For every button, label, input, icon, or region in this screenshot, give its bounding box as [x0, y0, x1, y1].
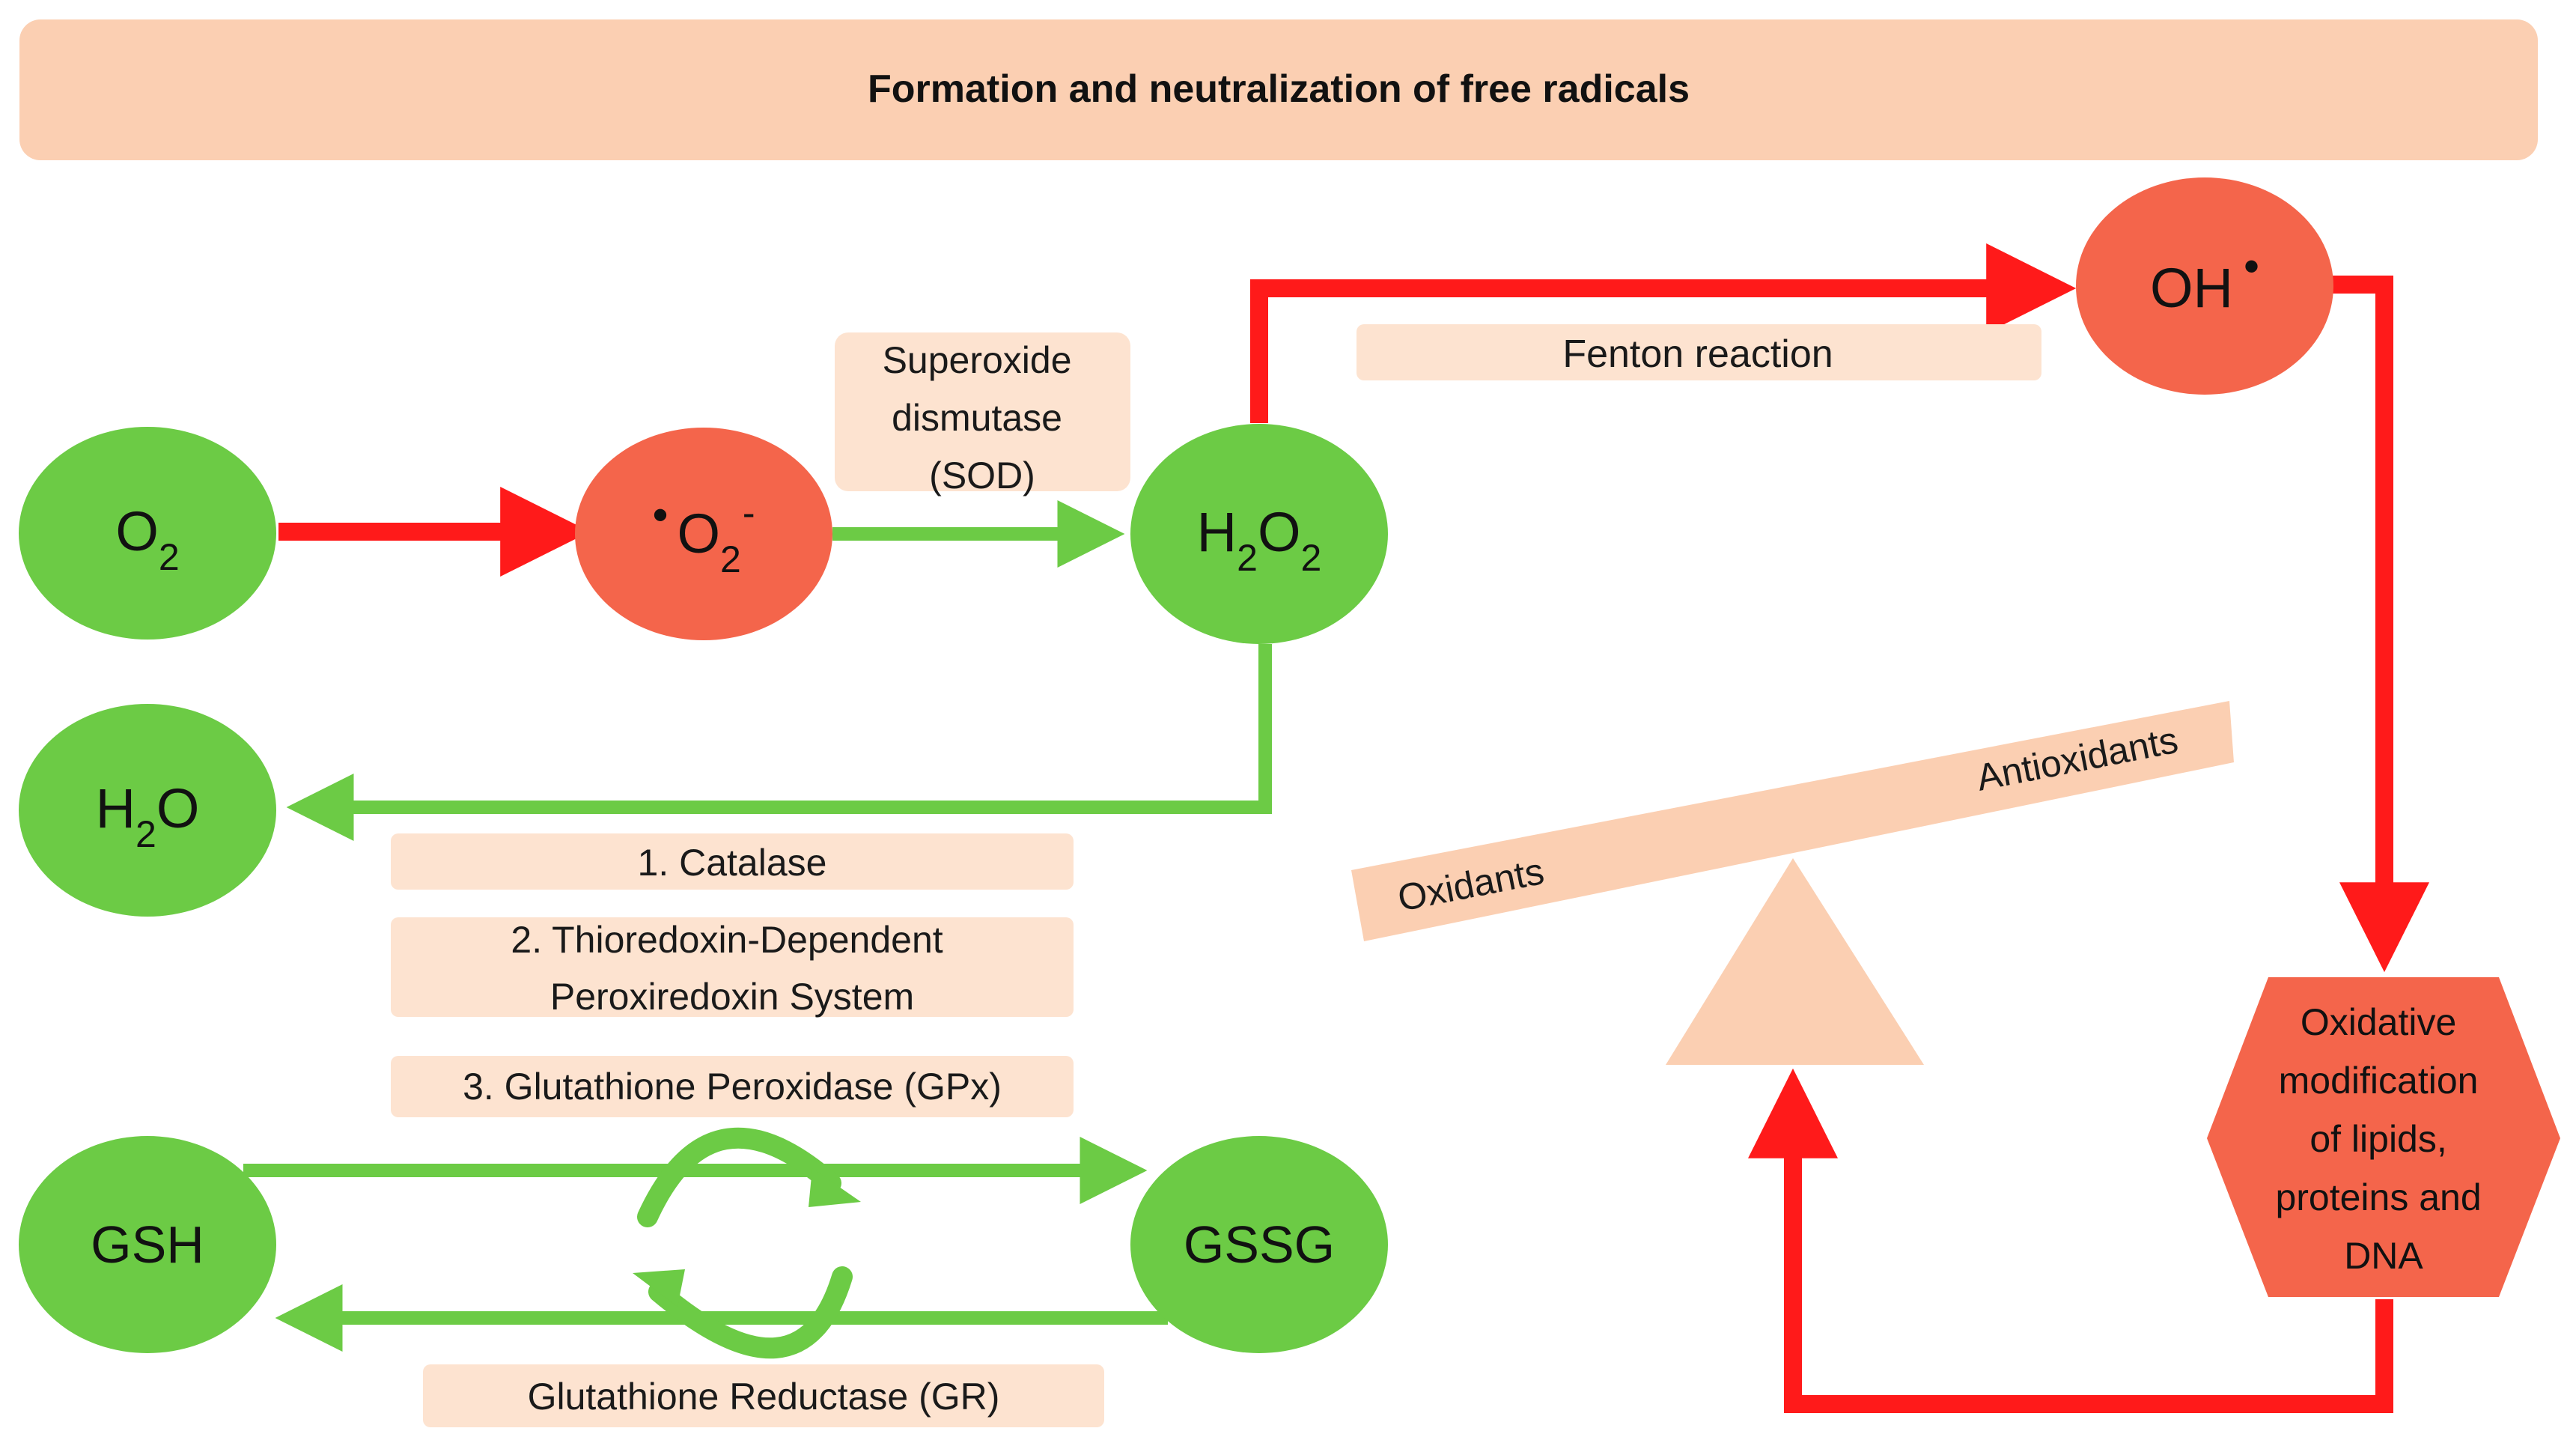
cycle-arrowhead-top: [809, 1168, 861, 1207]
node-gsh-label: GSH: [91, 1215, 204, 1274]
fenton-label: Fenton reaction: [1562, 332, 1833, 376]
thioredoxin-label: 2. Thioredoxin-Dependent Peroxiredoxin S…: [511, 919, 953, 1018]
node-h2o: [19, 704, 276, 917]
catalase-label: 1. Catalase: [638, 842, 827, 884]
arrow-h2o2-to-h2o: [286, 644, 1272, 841]
thioredoxin-label-box: [391, 917, 1074, 1017]
node-hydroxyl-label: OH•: [2150, 241, 2259, 319]
node-o2: [19, 427, 276, 640]
arrow-hydroxyl-to-oxidative-modification: [2328, 276, 2429, 973]
node-oxidative-modification: [2207, 977, 2560, 1297]
gr-label: Glutathione Reductase (GR): [528, 1376, 1000, 1418]
title-panel: [19, 19, 2538, 160]
node-h2o-label: H2O: [96, 777, 200, 855]
sod-label: Superoxide dismutase (SOD): [883, 339, 1083, 496]
node-gsh: [19, 1136, 276, 1353]
node-o2-label: O2: [115, 500, 179, 578]
node-gssg-label: GSSG: [1184, 1215, 1335, 1274]
gpx-label: 3. Glutathione Peroxidase (GPx): [463, 1066, 1002, 1108]
gpx-label-box: [391, 1056, 1074, 1117]
node-h2o2-label: H2O2: [1197, 501, 1322, 579]
page-title: Formation and neutralization of free rad…: [868, 67, 1690, 111]
node-hydroxyl-radical: [2076, 177, 2333, 395]
cycle-arc-top: [637, 1127, 841, 1227]
catalase-label-box: [391, 833, 1074, 890]
node-superoxide: [575, 428, 832, 640]
node-superoxide-label: •O2-: [652, 490, 755, 580]
node-oxidative-modification-label: Oxidative modification of lipids, protei…: [2275, 1001, 2491, 1277]
node-h2o2: [1130, 424, 1388, 644]
sod-label-box: [835, 332, 1130, 491]
cycle-arrowhead-bottom: [633, 1269, 685, 1307]
node-gssg: [1130, 1136, 1388, 1353]
arrow-h2o2-to-hydroxyl: [1250, 243, 2077, 423]
balance-fulcrum: [1666, 858, 1924, 1065]
gr-label-box: [423, 1364, 1104, 1427]
fenton-label-box: [1356, 324, 2041, 380]
balance-beam: [1351, 701, 2234, 941]
arrow-oxidative-modification-to-balance: [1748, 1068, 2393, 1413]
cycle-arc-bottom: [648, 1266, 853, 1359]
